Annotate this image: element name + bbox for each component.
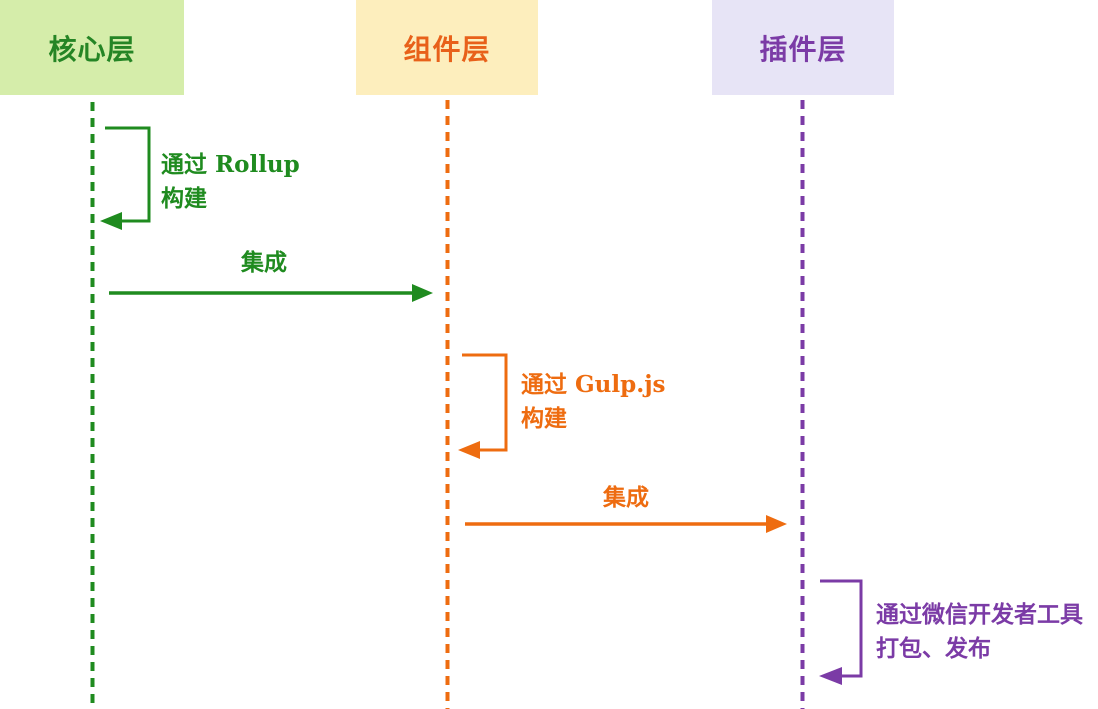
actor-component-layer: 组件层 [356,0,538,95]
label-integrate-component-to-plugin: 集成 [603,484,649,511]
actor-plugin-layer-label: 插件层 [759,32,847,66]
label-integrate-core-to-component: 集成 [241,249,287,276]
actor-core-layer-label: 核心层 [48,32,136,66]
plugin-self-loop-line [820,579,863,678]
core-self-loop-line [105,126,151,223]
plugin-self-loop-arrowhead-icon [819,667,842,685]
core-self-loop-arrowhead-icon [100,212,122,230]
component-self-loop-line [462,353,508,452]
actor-plugin-layer: 插件层 [712,0,894,95]
component-self-loop-arrowhead-icon [458,441,480,459]
label-package-publish-via-wechat-devtools: 通过微信开发者工具 打包、发布 [876,601,1083,662]
component-to-plugin-arrowhead-icon [766,515,787,533]
label-build-via-gulp: 通过 Gulp.js 构建 [521,371,666,432]
core-to-component-arrowhead-icon [412,284,433,302]
label-build-via-rollup: 通过 Rollup 构建 [161,151,300,212]
actor-core-layer: 核心层 [0,0,184,95]
actor-component-layer-label: 组件层 [403,32,491,66]
